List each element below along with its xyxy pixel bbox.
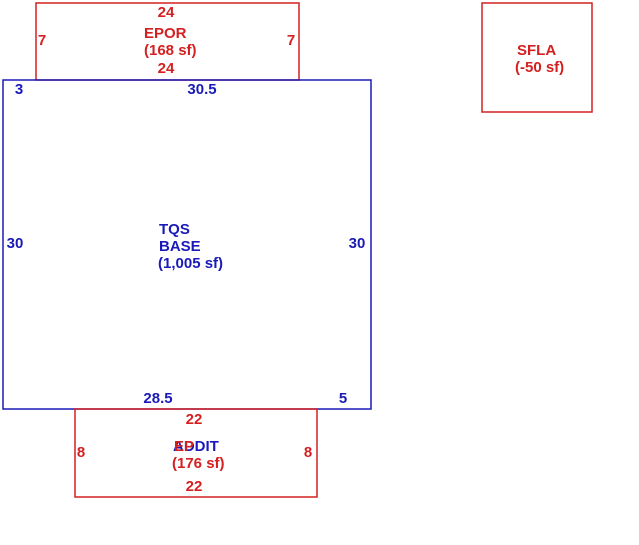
- epor-right-dim: 7: [287, 32, 295, 49]
- epor-bottom-dim: 24: [158, 60, 175, 77]
- base-top-dim: 30.5: [187, 81, 216, 98]
- addition-name-ep: EP: [174, 438, 194, 455]
- base-name-line1: TQS: [159, 221, 190, 238]
- addition-area: (176 sf): [172, 455, 225, 472]
- epor-top-dim: 24: [158, 4, 175, 21]
- sfla-name: SFLA: [517, 42, 556, 59]
- addition-name-addit: ADDIT: [173, 438, 219, 455]
- base-area: (1,005 sf): [158, 255, 223, 272]
- base-left-dim: 30: [7, 235, 24, 252]
- addition-top-dim: 22: [186, 411, 203, 428]
- epor-left-dim: 7: [38, 32, 46, 49]
- epor-name: EPOR: [144, 25, 187, 42]
- epor-area: (168 sf): [144, 42, 197, 59]
- sfla-area: (-50 sf): [515, 59, 564, 76]
- addition-outline: [74, 408, 318, 498]
- addition-left-dim: 8: [77, 444, 85, 461]
- base-top-left-dim: 3: [15, 81, 23, 98]
- base-name-line2: BASE: [159, 238, 201, 255]
- addition-right-dim: 8: [304, 444, 312, 461]
- base-bottom-right-dim: 5: [339, 390, 347, 407]
- addition-bottom-dim: 22: [186, 478, 203, 495]
- base-right-dim: 30: [349, 235, 366, 252]
- base-bottom-dim: 28.5: [143, 390, 172, 407]
- sfla-outline: [481, 2, 593, 113]
